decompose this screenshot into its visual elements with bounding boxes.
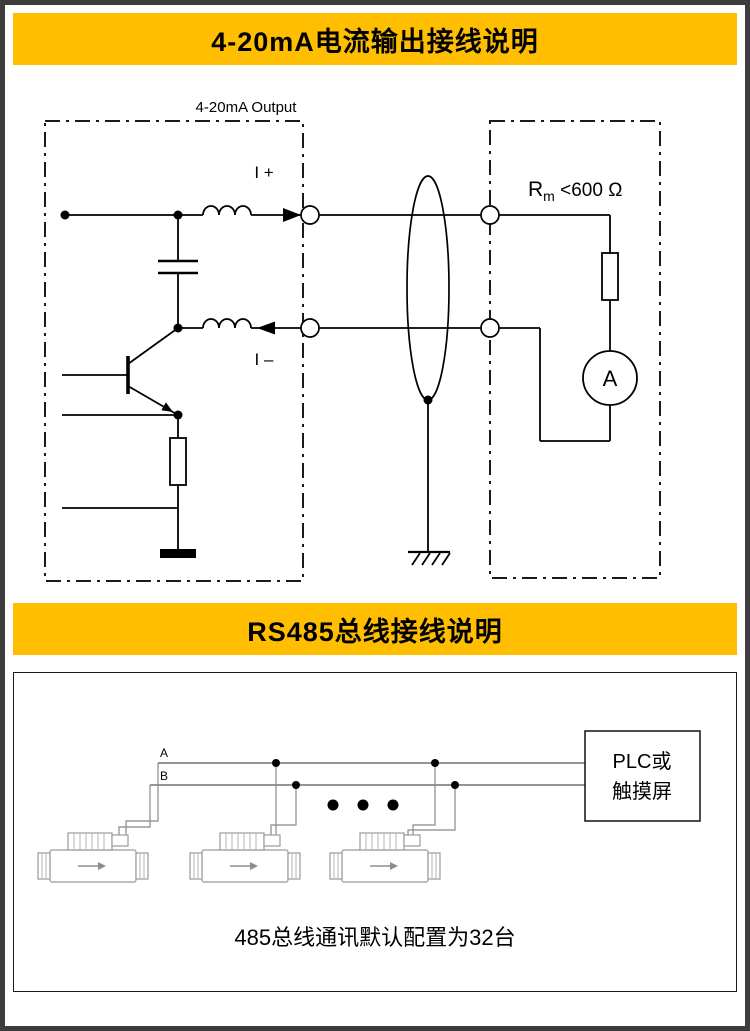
output-label: 4-20mA Output [196,99,298,116]
node-dot [60,210,70,220]
section-2-header: RS485总线接线说明 [13,603,737,655]
cable-shield-ellipse [406,175,450,401]
bus-junction-dot [292,781,300,789]
rm-value: <600 Ω [555,180,623,201]
current-output-diagram: 4-20mA Output I + [13,65,737,600]
plc-box [584,730,701,822]
rs485-bus-svg: A B [37,730,701,950]
meter-3-wires [407,763,456,837]
capacitor-branch [158,215,198,328]
inductor-i-minus [202,318,252,329]
resistor-rm [601,252,619,301]
transmitter-dashdot-box [44,120,304,582]
rs485-diagram: A B [13,672,737,992]
plc-label-line2: 触摸屏 [612,780,672,803]
shielded-cable [319,175,481,566]
section-1-header: 4-20mA电流输出接线说明 [13,13,737,65]
terminal-i-minus [300,318,320,338]
ammeter-label: A [603,366,618,391]
bus-junction-dot [272,759,280,767]
plc-label-line1: PLC或 [613,750,672,773]
bus-junction-dot [431,759,439,767]
receiver-loop [499,214,638,442]
meter-1-wires [118,763,159,837]
flow-meter-3 [329,832,441,883]
resistor-emitter [169,437,187,486]
i-plus-rail [65,205,301,216]
more-devices-ellipsis [327,799,399,811]
inductor-i-plus [202,205,252,216]
receiver-terminal-minus [480,318,500,338]
meter-2-wires [270,763,297,837]
bus-label-a: A [160,746,168,760]
rm-subscript: m [543,188,555,204]
bus-junction-dot [451,781,459,789]
rm-label: Rm <600 Ω [528,178,622,204]
i-minus-label: I – [255,350,274,369]
current-output-circuit-svg: 4-20mA Output I + [44,99,661,582]
emitter-branch [62,414,187,549]
arrow-i-minus [257,321,275,335]
flow-meter-1 [37,832,149,883]
bus-capacity-caption: 485总线通讯默认配置为32台 [234,925,515,950]
i-minus-rail [178,318,301,329]
chassis-ground-symbol [160,549,196,558]
rm-symbol: R [528,178,543,201]
transistor-emitter-arrow [161,402,173,412]
i-plus-label: I + [254,163,273,182]
flow-meter-2 [189,832,301,883]
section-1-title: 4-20mA电流输出接线说明 [211,26,539,57]
receiver-terminal-plus [480,205,500,225]
transistor [62,327,179,416]
arrow-i-plus [283,208,301,222]
bus-label-b: B [160,769,168,783]
section-2-title: RS485总线接线说明 [247,616,503,647]
terminal-i-plus [300,205,320,225]
earth-ground-symbol [408,550,451,566]
receiver-dashdot-box [489,120,661,579]
